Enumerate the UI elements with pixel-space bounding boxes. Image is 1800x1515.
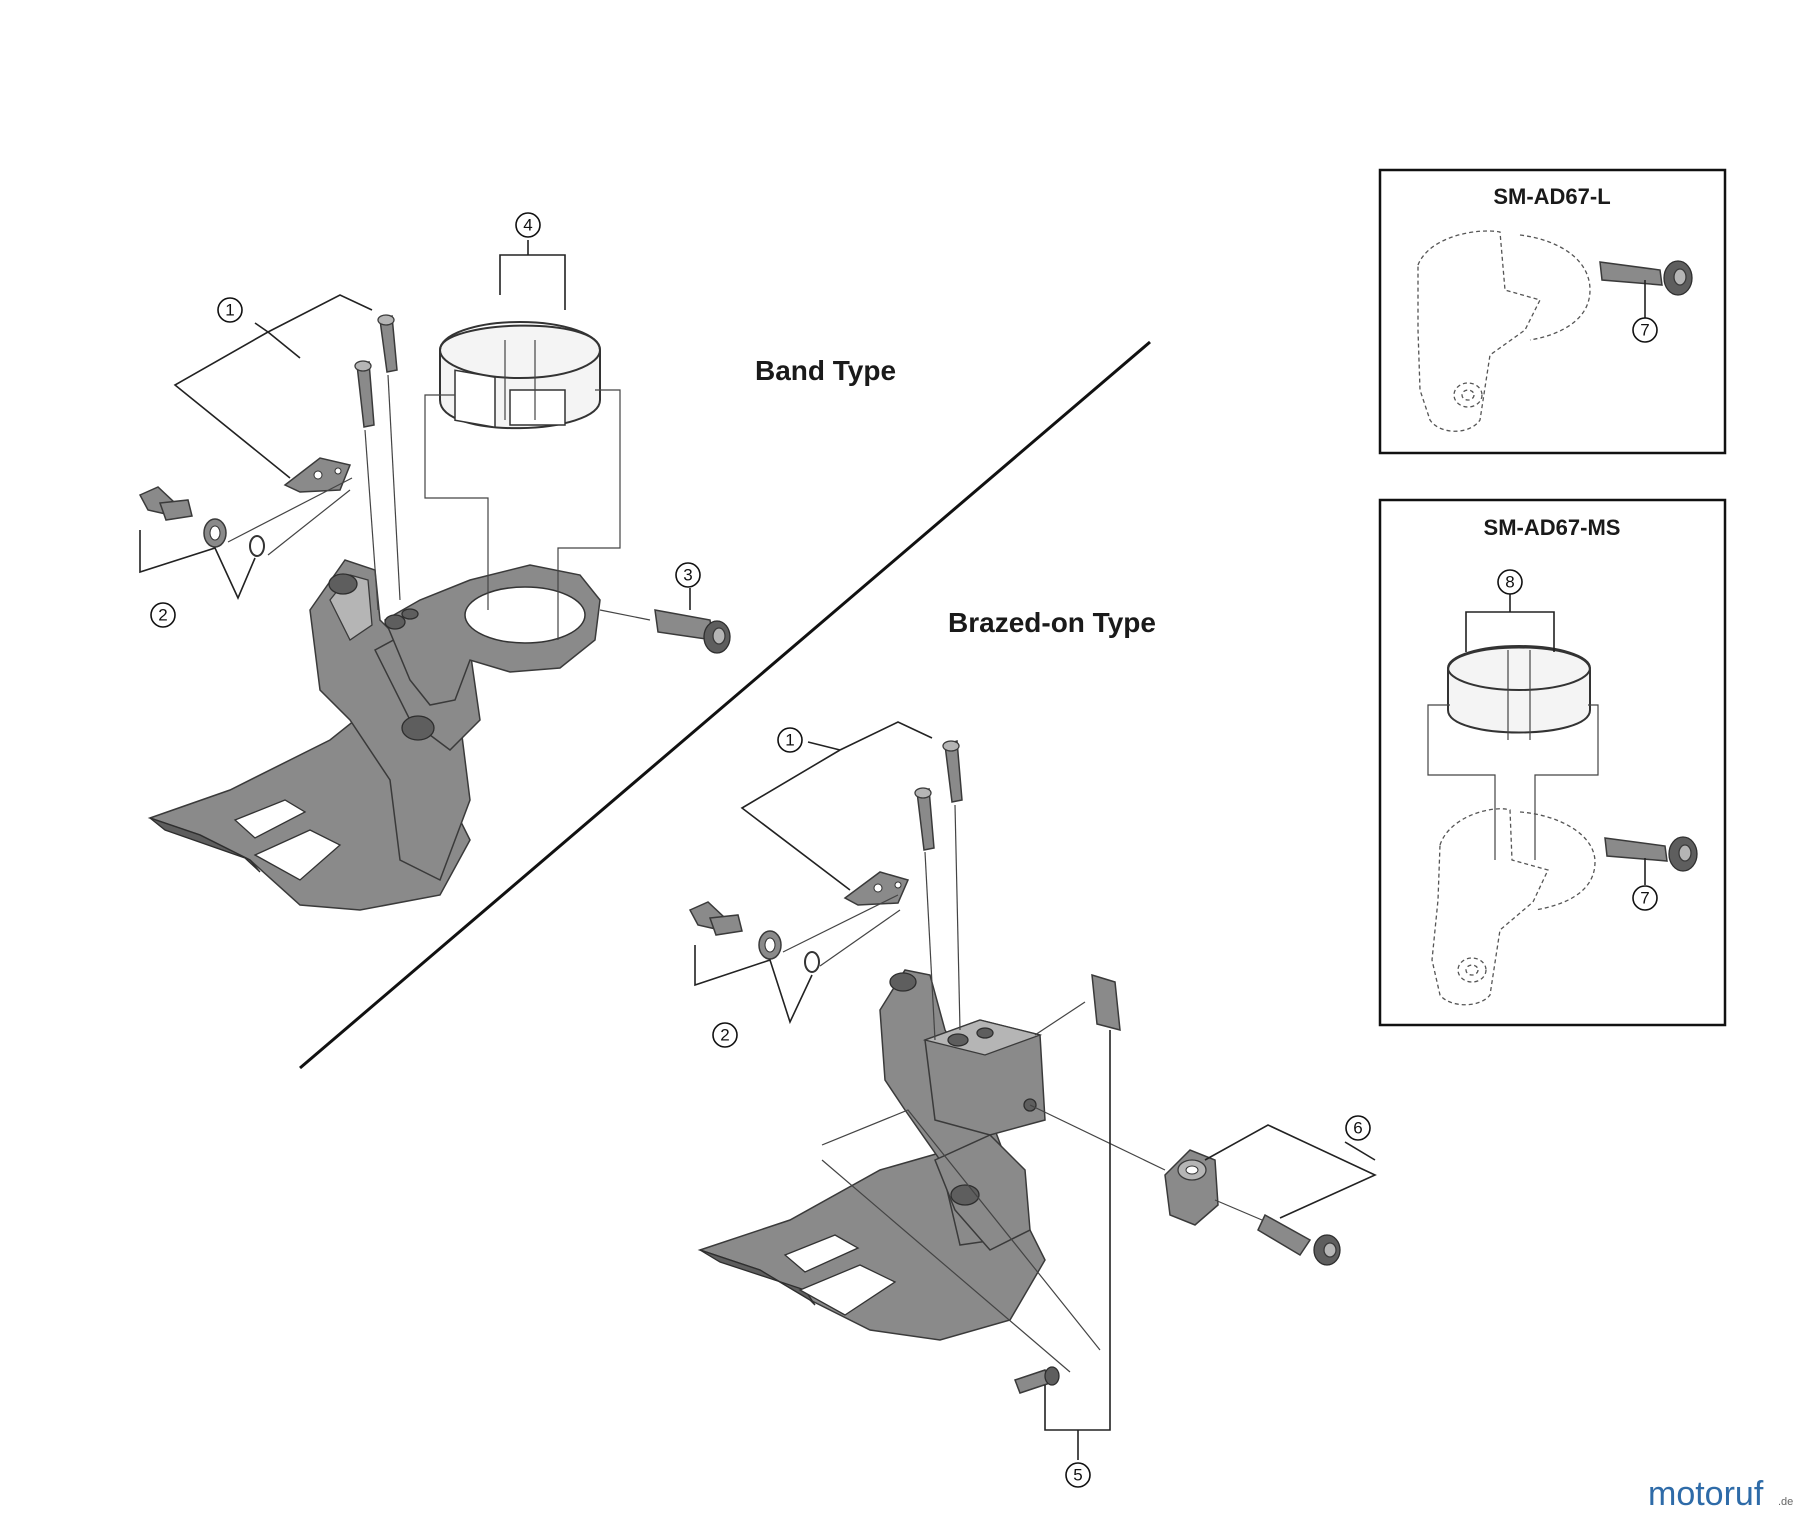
svg-text:motoruf: motoruf xyxy=(1648,1475,1764,1513)
sm-ad67-l-title: SM-AD67-L xyxy=(1493,184,1610,209)
sm-ad67-ms-title: SM-AD67-MS xyxy=(1484,515,1621,540)
band-type-derailleur xyxy=(147,559,601,911)
callout-8-ms: 8 xyxy=(1497,569,1523,595)
svg-text:7: 7 xyxy=(1640,889,1649,908)
svg-text:1: 1 xyxy=(225,301,234,320)
callout-6-brazed: 6 xyxy=(1345,1115,1371,1141)
brazed-on-type-derailleur xyxy=(697,969,1046,1341)
svg-text:.de: .de xyxy=(1778,1496,1793,1508)
band-type-heading: Band Type xyxy=(755,355,896,386)
svg-text:6: 6 xyxy=(1353,1119,1362,1138)
sm-ad67-ms-box: SM-AD67-MS xyxy=(1378,498,1727,1027)
section-divider-line xyxy=(299,340,1151,1070)
callout-7-ms: 7 xyxy=(1632,885,1658,911)
svg-text:4: 4 xyxy=(523,216,532,235)
callout-5-brazed: 5 xyxy=(1065,1462,1091,1488)
band-type-small-parts xyxy=(138,314,731,654)
callout-1-brazed: 1 xyxy=(777,727,803,753)
svg-text:2: 2 xyxy=(720,1026,729,1045)
sm-ad67-l-box: SM-AD67-L xyxy=(1378,168,1727,455)
svg-text:3: 3 xyxy=(683,566,692,585)
watermark-logo: motoruf .de xyxy=(1648,1475,1793,1513)
callout-2-band: 2 xyxy=(150,602,176,628)
svg-text:8: 8 xyxy=(1505,573,1514,592)
callout-2-brazed: 2 xyxy=(712,1022,738,1048)
brazed-on-leaders xyxy=(694,721,1377,1460)
svg-text:5: 5 xyxy=(1073,1466,1082,1485)
svg-text:2: 2 xyxy=(158,606,167,625)
callout-4-band: 4 xyxy=(515,212,541,238)
svg-text:1: 1 xyxy=(785,731,794,750)
brazed-on-type-heading: Brazed-on Type xyxy=(948,607,1156,638)
callout-1-band: 1 xyxy=(217,297,243,323)
callout-3-band: 3 xyxy=(675,562,701,588)
brazed-on-small-parts xyxy=(688,739,1341,1394)
band-type-leaders xyxy=(139,240,691,640)
callout-7-l: 7 xyxy=(1632,317,1658,343)
svg-text:7: 7 xyxy=(1640,321,1649,340)
